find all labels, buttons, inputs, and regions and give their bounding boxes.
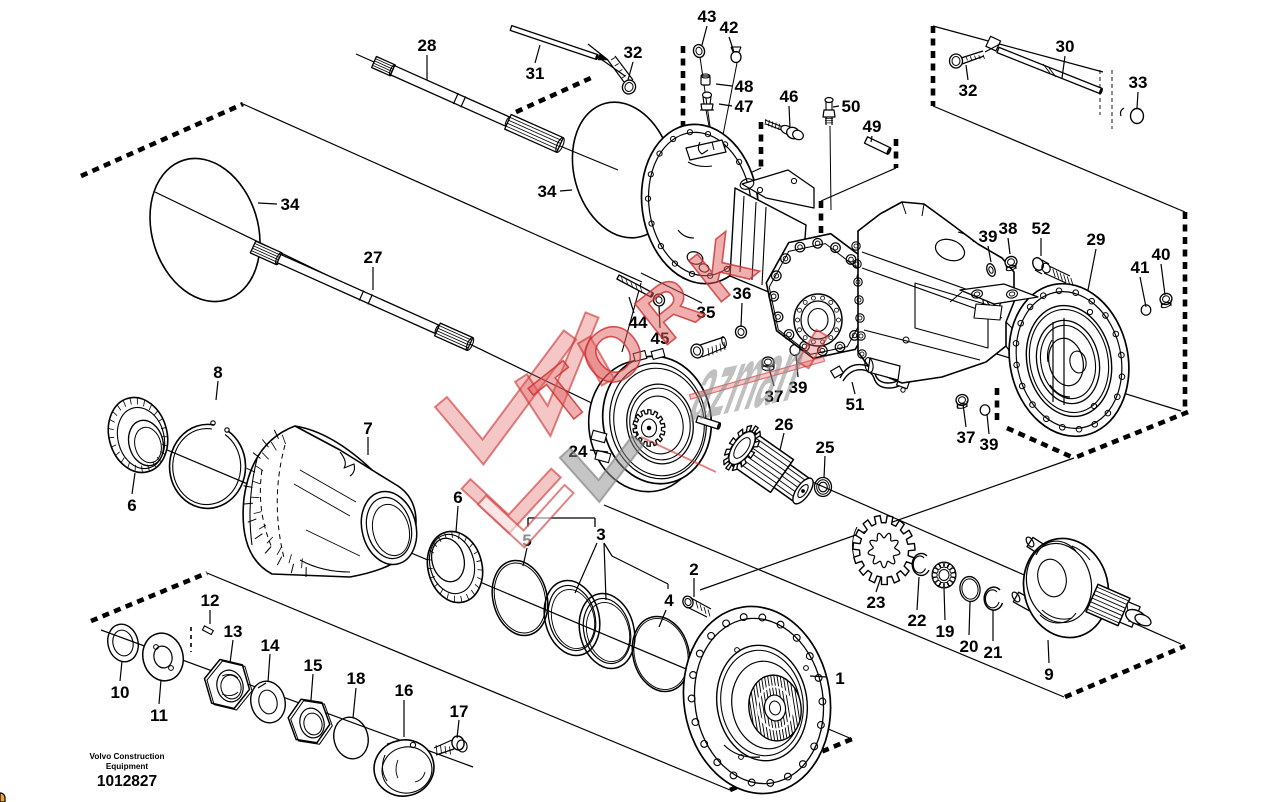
svg-text:1: 1 (835, 669, 844, 688)
svg-text:37: 37 (765, 387, 784, 406)
svg-text:1012827: 1012827 (97, 773, 157, 790)
svg-text:13: 13 (224, 622, 243, 641)
svg-text:28: 28 (418, 36, 437, 55)
svg-text:19: 19 (936, 622, 955, 641)
svg-text:36: 36 (733, 284, 752, 303)
svg-text:47: 47 (735, 97, 754, 116)
svg-text:12: 12 (201, 591, 220, 610)
svg-text:31: 31 (526, 64, 545, 83)
svg-text:41: 41 (1131, 258, 1150, 277)
svg-text:45: 45 (651, 329, 670, 348)
svg-text:17: 17 (450, 702, 469, 721)
svg-text:Volvo Construction: Volvo Construction (90, 752, 165, 761)
svg-text:15: 15 (304, 656, 323, 675)
svg-text:35: 35 (697, 303, 716, 322)
svg-text:33: 33 (1129, 73, 1148, 92)
svg-text:Equipment: Equipment (106, 762, 149, 771)
svg-text:7: 7 (363, 419, 372, 438)
svg-text:39: 39 (980, 435, 999, 454)
svg-text:29: 29 (1087, 230, 1106, 249)
svg-text:46: 46 (780, 87, 799, 106)
svg-text:9: 9 (1044, 665, 1053, 684)
svg-text:18: 18 (347, 669, 366, 688)
svg-text:51: 51 (846, 395, 865, 414)
svg-text:44: 44 (629, 313, 648, 332)
svg-text:49: 49 (863, 117, 882, 136)
svg-text:34: 34 (281, 195, 300, 214)
svg-text:48: 48 (735, 77, 754, 96)
svg-text:40: 40 (1152, 245, 1171, 264)
svg-text:52: 52 (1032, 219, 1051, 238)
svg-text:3: 3 (596, 525, 605, 544)
svg-text:6: 6 (453, 488, 462, 507)
svg-text:50: 50 (842, 97, 861, 116)
svg-text:32: 32 (959, 81, 978, 100)
svg-text:30: 30 (1056, 37, 1075, 56)
svg-text:11: 11 (150, 706, 168, 725)
svg-text:38: 38 (999, 219, 1018, 238)
svg-text:21: 21 (984, 643, 1003, 662)
svg-text:37: 37 (957, 428, 976, 447)
svg-text:8: 8 (213, 363, 222, 382)
svg-text:4: 4 (664, 591, 674, 610)
svg-text:2: 2 (689, 560, 698, 579)
svg-text:6: 6 (127, 496, 136, 515)
svg-text:27: 27 (364, 248, 383, 267)
svg-text:42: 42 (720, 18, 739, 37)
svg-text:22: 22 (908, 611, 927, 630)
svg-text:39: 39 (979, 227, 998, 246)
svg-text:23: 23 (867, 593, 886, 612)
svg-text:26: 26 (775, 415, 794, 434)
svg-text:34: 34 (538, 182, 557, 201)
svg-text:14: 14 (261, 636, 280, 655)
svg-text:32: 32 (624, 43, 643, 62)
svg-text:10: 10 (111, 683, 130, 702)
svg-text:43: 43 (698, 7, 717, 26)
svg-text:39: 39 (789, 378, 808, 397)
svg-text:25: 25 (816, 438, 835, 457)
svg-text:16: 16 (395, 681, 414, 700)
svg-text:20: 20 (960, 637, 979, 656)
